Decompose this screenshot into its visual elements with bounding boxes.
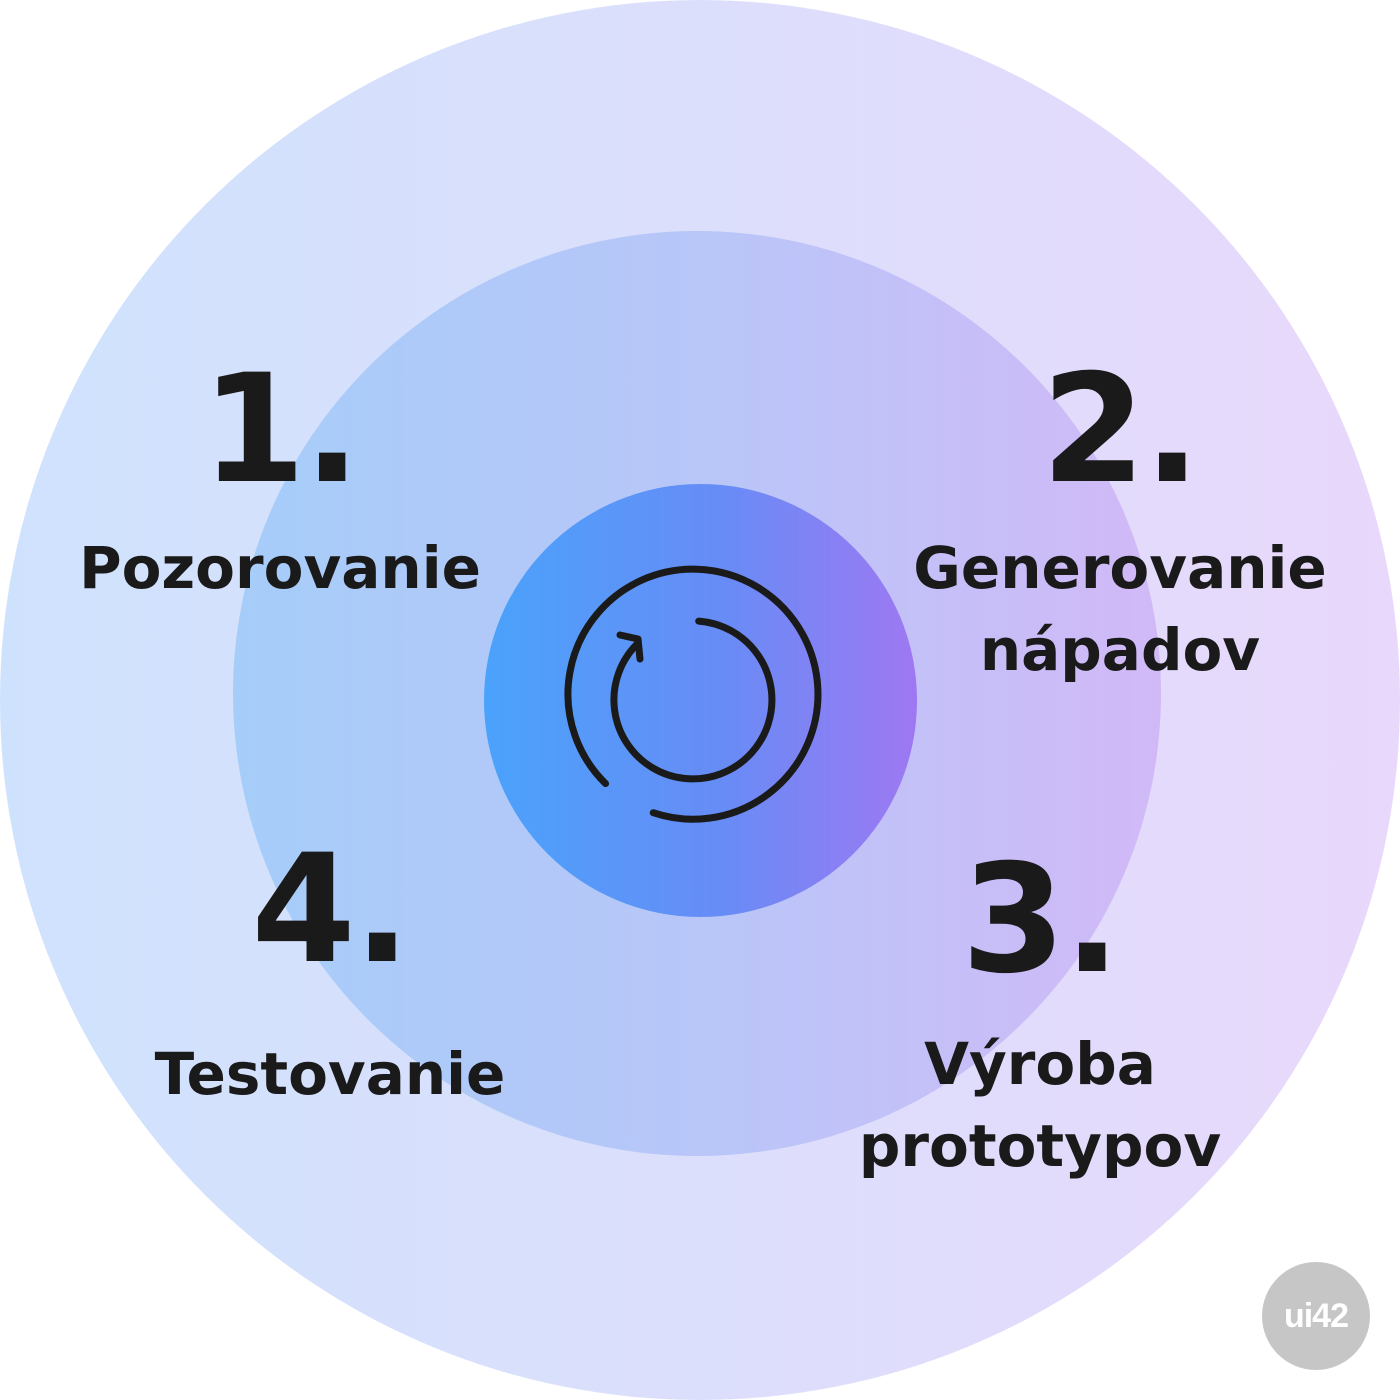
step-2: 2. Generovanie nápadov (880, 355, 1360, 691)
step-number: 1. (201, 343, 360, 517)
cycle-arrow-icon (564, 565, 822, 823)
brand-logo: ui42 (1262, 1262, 1370, 1370)
step-number: 2. (1041, 343, 1200, 517)
step-number: 3. (961, 833, 1120, 1007)
step-label: Generovanie nápadov (913, 534, 1327, 684)
cycle-arrowhead (616, 631, 644, 663)
brand-logo-text: ui42 (1283, 1296, 1349, 1335)
cycle-inner-arc (610, 617, 776, 783)
step-label: Testovanie (154, 1040, 506, 1108)
inner-circle (484, 484, 917, 917)
step-label: Pozorovanie (79, 534, 481, 602)
step-number: 4. (251, 823, 410, 997)
step-3: 3. Výroba prototypov (800, 845, 1280, 1187)
step-4: 4. Testovanie (80, 835, 580, 1115)
step-label: Výroba prototypov (858, 1030, 1222, 1180)
cycle-outer-arc (564, 565, 822, 823)
step-1: 1. Pozorovanie (40, 355, 520, 609)
